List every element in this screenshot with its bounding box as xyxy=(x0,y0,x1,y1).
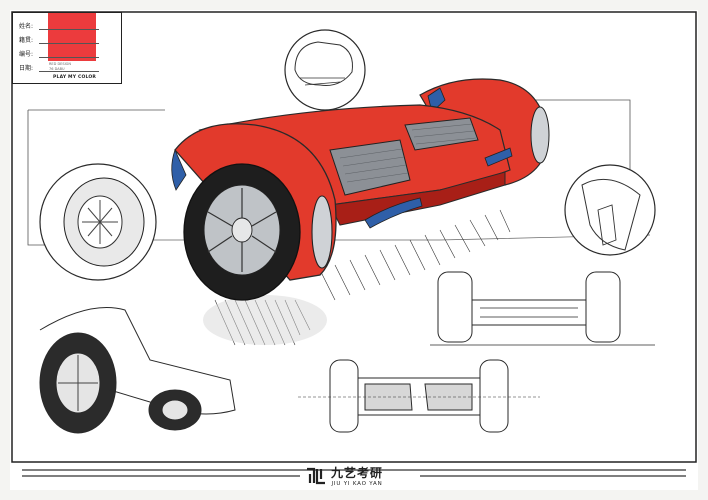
info-row-id: 编号: xyxy=(19,51,34,58)
front-blue-accent xyxy=(171,148,187,191)
wheel-shadow xyxy=(203,295,327,345)
swatch-caption-1: RED DESIGN xyxy=(49,62,71,66)
info-row-date-line[interactable] xyxy=(39,71,99,72)
info-row-name: 姓名: xyxy=(19,23,34,30)
info-row-id-line[interactable] xyxy=(39,57,99,58)
side-elevation-view xyxy=(430,271,655,346)
detail-circle-left xyxy=(39,163,157,281)
front-foot-pad xyxy=(329,139,411,196)
detail-circle-right xyxy=(564,164,656,256)
info-row-date: 日期: xyxy=(19,65,34,72)
sheet-frame xyxy=(11,11,697,463)
swatch-caption-2: 76 DABU xyxy=(49,67,65,71)
front-headlight xyxy=(311,195,333,269)
brand-name-cn: 九艺考研 xyxy=(331,466,384,480)
front-rim-spokes xyxy=(207,188,277,272)
brand-name-en: JIU YI KAO YAN xyxy=(331,481,383,487)
info-row-name-line[interactable] xyxy=(39,29,99,30)
top-plan-view xyxy=(298,359,540,433)
palette-label: PLAY MY COLOR xyxy=(53,75,97,80)
info-card: 姓名: 籍贯: 编号: 日期: RED DESIGN 76 DABU PLAY … xyxy=(12,12,122,84)
footer-rules xyxy=(22,469,686,477)
perspective-view-bottom-left xyxy=(39,307,236,434)
brand-logo: 九艺考研 JIU YI KAO YAN xyxy=(305,464,383,487)
detail-circle-top xyxy=(284,29,366,111)
rear-headlight xyxy=(530,106,550,164)
hoverboard-main-view xyxy=(171,78,550,301)
rear-side-light xyxy=(484,147,513,167)
front-side-light xyxy=(364,197,423,229)
color-swatch xyxy=(48,13,96,61)
pad-texture xyxy=(339,123,477,183)
front-hub xyxy=(231,217,253,243)
info-row-origin: 籍贯: xyxy=(19,37,34,44)
brand-monogram-icon xyxy=(307,467,325,484)
info-row-origin-line[interactable] xyxy=(39,43,99,44)
